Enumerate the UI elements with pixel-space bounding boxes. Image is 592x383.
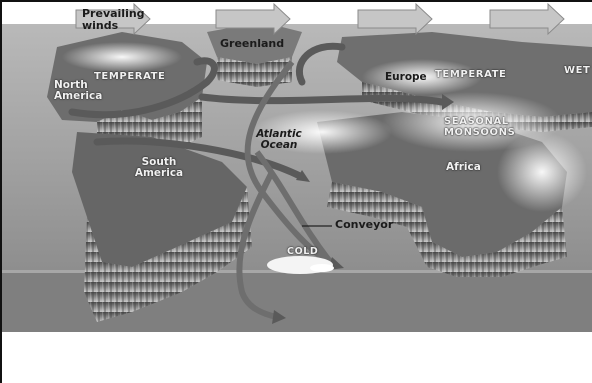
wind-arrow-1	[75, 2, 151, 36]
label-south-america: South America	[134, 156, 184, 180]
conveyor-branch	[254, 150, 335, 266]
gulf-stream-current	[68, 57, 218, 119]
conveyor-returning	[236, 170, 278, 320]
label-temperate-east: TEMPERATE	[435, 69, 507, 80]
label-conveyor: Conveyor	[335, 218, 394, 231]
greenland-loop-current	[295, 42, 346, 86]
equatorial-current	[93, 137, 306, 181]
wind-arrow-3	[357, 2, 433, 36]
label-cold: COLD	[287, 246, 319, 257]
label-europe: Europe	[385, 71, 427, 83]
label-seasonal-monsoons: SEASONAL MONSOONS	[444, 116, 516, 138]
deep-conveyor-arrows	[236, 60, 335, 320]
north-atlantic-current	[198, 93, 446, 106]
label-prevailing-winds: Prevailing winds	[82, 7, 145, 33]
prevailing-wind-arrows	[75, 2, 565, 36]
label-greenland: Greenland	[220, 37, 285, 50]
label-temperate-west: TEMPERATE	[94, 71, 166, 82]
label-africa: Africa	[446, 161, 481, 173]
label-north-america: North America	[54, 79, 103, 103]
label-wet: WET	[564, 65, 591, 76]
label-atlantic-ocean: Atlantic Ocean	[256, 128, 302, 152]
diagram-canvas	[2, 2, 592, 332]
ocean-conveyor-diagram: Prevailing winds Greenland North America…	[2, 2, 592, 347]
surface-current-arrows	[68, 42, 446, 181]
cloud-cover	[62, 42, 587, 212]
wind-arrow-2	[215, 2, 291, 36]
wind-arrow-4	[489, 2, 565, 36]
south-america-landmass	[72, 132, 252, 322]
